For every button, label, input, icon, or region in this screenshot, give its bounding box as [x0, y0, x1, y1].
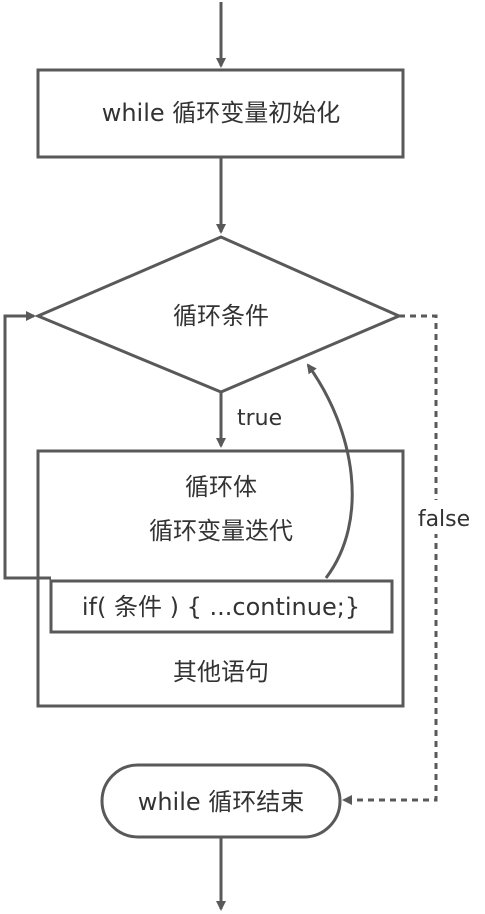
other-statements-label: 其他语句 — [173, 658, 269, 686]
continue-box-label: if( 条件 ) { ...continue;} — [82, 593, 360, 621]
false-path — [342, 314, 438, 805]
loop-iteration-label: 循环变量迭代 — [149, 517, 293, 545]
true-label: true — [237, 406, 282, 431]
continue-loop-arrow — [306, 363, 354, 579]
false-label: false — [418, 507, 470, 532]
condition-label: 循环条件 — [173, 302, 269, 330]
loop-back-arrow — [3, 311, 51, 580]
continue-box — [49, 579, 394, 634]
loop-body-label: 循环体 — [185, 473, 257, 501]
false-label-bg — [408, 500, 464, 534]
end-label: while 循环结束 — [138, 788, 305, 816]
init-box-label: while 循环变量初始化 — [102, 99, 341, 127]
